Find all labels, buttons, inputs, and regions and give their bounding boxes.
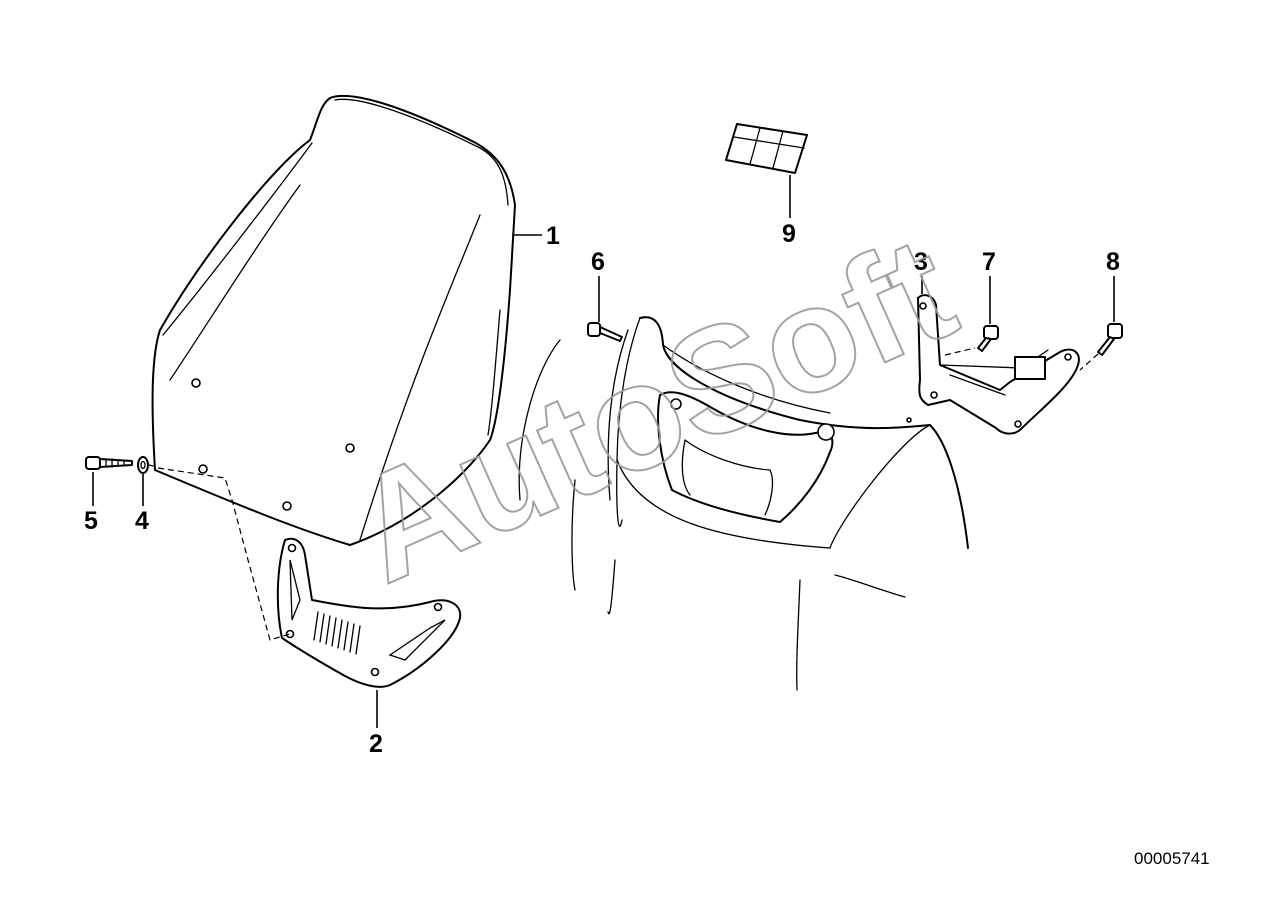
fairing-body	[518, 316, 969, 691]
screw-part-6[interactable]	[587, 322, 623, 342]
screw-part-5[interactable]	[85, 456, 133, 470]
washer-part-4[interactable]	[137, 456, 149, 474]
callout-5: 5	[84, 507, 98, 535]
vent-grille	[313, 611, 361, 655]
assembly-line	[1079, 353, 1099, 371]
callout-3: 3	[914, 248, 928, 276]
callout-7: 7	[982, 248, 996, 276]
screw-part-8[interactable]	[1097, 323, 1123, 356]
callout-4: 4	[135, 507, 149, 535]
callout-2: 2	[369, 730, 383, 758]
bracket-part-3[interactable]	[917, 294, 1080, 435]
callout-6: 6	[591, 248, 605, 276]
assembly-line	[157, 467, 291, 641]
document-number: 00005741	[1134, 849, 1210, 868]
windscreen-part-1[interactable]	[151, 94, 516, 546]
assembly-line	[944, 347, 976, 356]
callout-1: 1	[546, 222, 560, 250]
screw-part-7[interactable]	[977, 325, 999, 352]
bracket-part-2[interactable]	[276, 537, 462, 688]
label-part-9[interactable]	[725, 123, 808, 174]
callout-8: 8	[1106, 248, 1120, 276]
callout-9: 9	[782, 220, 796, 248]
leader-lines	[92, 175, 1115, 728]
